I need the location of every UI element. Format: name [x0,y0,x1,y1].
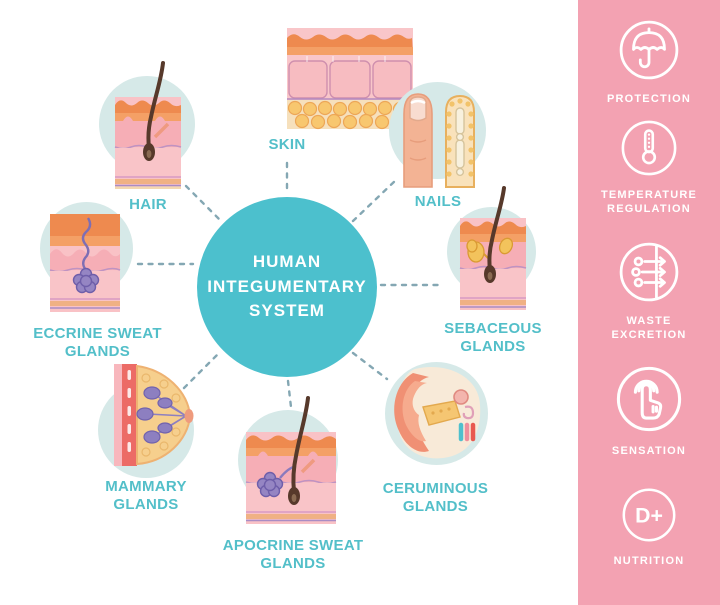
title-line-2: INTEGUMENTARY [207,276,367,296]
node-eccrine-label: ECCRINE SWEAT GLANDS [33,325,162,360]
sidebar-label-temperature-regulation: TEMPERATURE REGULATION [600,189,698,216]
node-hair: HAIR [88,58,208,218]
node-eccrine-sweat-glands: ECCRINE SWEAT GLANDS [25,198,170,360]
node-nails: NAILS [388,78,488,215]
umbrella-icon [619,20,679,80]
node-ceruminous-label: CERUMINOUS GLANDS [382,480,489,515]
central-title-circle: HUMAN INTEGUMENTARY SYSTEM [197,197,377,377]
sidebar-item-sensation: SENSATION [578,365,720,458]
sidebar-label-sensation: SENSATION [611,445,687,457]
node-apocrine-label: APOCRINE SWEAT GLANDS [222,537,364,572]
title-line-3: SYSTEM [249,301,325,321]
sidebar-item-protection: PROTECTION [578,19,720,106]
eccrine-gland-illustration [49,214,121,312]
vitamin-d-icon: D+ [622,488,676,542]
node-skin: SKIN [222,28,413,188]
thermometer-icon [621,120,677,176]
mammary-gland-illustration [114,364,194,466]
node-sebaceous-label: SEBACEOUS GLANDS [444,320,542,355]
node-apocrine-sweat-glands: APOCRINE SWEAT GLANDS [217,396,369,572]
node-skin-label: SKIN [268,136,306,153]
apocrine-gland-illustration [245,396,337,524]
diagram-area: SKIN HAIR [25,28,548,572]
sidebar-item-waste-excretion: WASTE EXCRETION [578,241,720,343]
node-mammary-glands: MAMMARY GLANDS [86,360,206,513]
waste-excretion-icon [619,242,679,302]
touch-sensation-icon [616,366,682,432]
vitamin-d-text: D+ [635,503,663,527]
sidebar-item-temperature-regulation: TEMPERATURE REGULATION [578,119,720,217]
node-sebaceous-glands: SEBACEOUS GLANDS [438,186,548,355]
ceruminous-gland-illustration [394,366,481,459]
sebaceous-gland-illustration [459,186,527,310]
functions-sidebar: PROTECTION TEMPERATURE REGULATION [578,0,720,605]
node-mammary-label: MAMMARY GLANDS [105,478,187,513]
nails-illustration [403,93,475,188]
sidebar-item-nutrition: D+ NUTRITION [578,487,720,568]
sidebar-label-waste-excretion: WASTE EXCRETION [611,315,687,342]
sidebar-label-protection: PROTECTION [606,93,692,105]
title-line-1: HUMAN [252,252,322,272]
node-hair-label: HAIR [129,196,167,213]
hair-illustration [114,61,182,189]
node-nails-label: NAILS [414,193,462,210]
node-ceruminous-glands: CERUMINOUS GLANDS [378,360,493,515]
sidebar-label-nutrition: NUTRITION [613,555,685,567]
